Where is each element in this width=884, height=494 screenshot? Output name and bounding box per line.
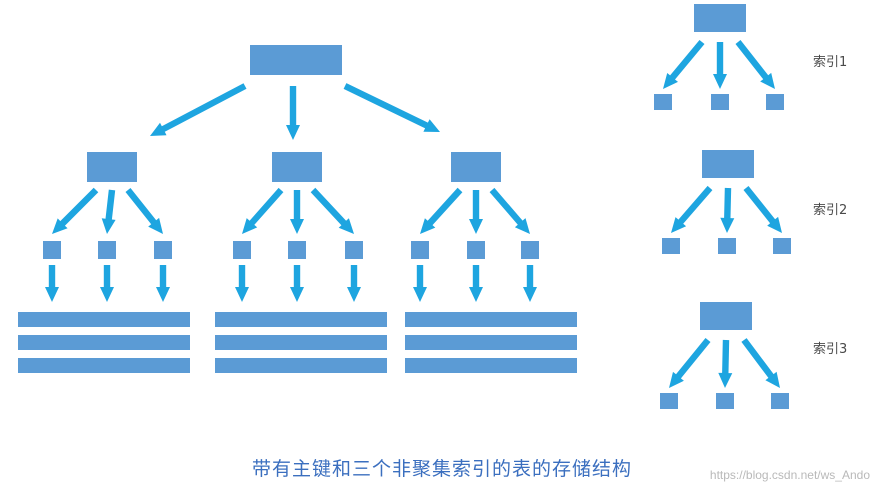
index-3-arrow-2	[718, 339, 733, 388]
index-3-root	[700, 302, 752, 330]
index-2-leaf-2	[718, 238, 736, 254]
index-3-leaf-2	[716, 393, 734, 409]
root-arrow-left	[150, 83, 247, 136]
watermark: https://blog.csdn.net/ws_Ando	[709, 468, 870, 482]
mid-arrow-1-2	[101, 189, 116, 234]
index-1-arrow-3	[735, 40, 775, 89]
leaf-arrow-3-1	[413, 265, 427, 302]
data-row-2-3	[215, 358, 387, 373]
mid-arrow-1-1	[52, 187, 99, 234]
leaf-node-1-2	[98, 241, 116, 259]
data-row-2-2	[215, 335, 387, 350]
index-label-1: 索引1	[813, 55, 848, 70]
index-3-arrow-1	[669, 338, 711, 388]
data-row-3-1	[405, 312, 577, 327]
index-1-leaf-2	[711, 94, 729, 110]
data-row-2-1	[215, 312, 387, 327]
mid-arrow-3-3	[489, 187, 530, 234]
leaf-node-2-3	[345, 241, 363, 259]
leaf-node-2-2	[288, 241, 306, 259]
leaf-arrow-1-3	[156, 265, 170, 302]
index-2-arrow-3	[743, 186, 782, 233]
leaf-node-3-3	[521, 241, 539, 259]
index-1-root	[694, 4, 746, 32]
diagram-caption: 带有主键和三个非聚集索引的表的存储结构	[251, 458, 632, 480]
data-row-1-1	[18, 312, 190, 327]
index-1-leaf-1	[654, 94, 672, 110]
index-3-leaf-1	[660, 393, 678, 409]
root-arrow-right	[343, 83, 440, 132]
index-1-arrow-2	[713, 42, 727, 89]
leaf-arrow-1-2	[100, 265, 114, 302]
root-arrow-middle	[286, 86, 300, 140]
index-3-arrow-3	[741, 338, 780, 388]
data-row-3-2	[405, 335, 577, 350]
data-row-1-2	[18, 335, 190, 350]
mid-node-3	[451, 152, 501, 182]
data-row-3-3	[405, 358, 577, 373]
leaf-node-1-1	[43, 241, 61, 259]
index-3-leaf-3	[771, 393, 789, 409]
index-2-arrow-2	[720, 187, 735, 233]
mid-arrow-2-1	[242, 187, 284, 234]
index-2-arrow-1	[671, 185, 713, 233]
leaf-arrow-2-1	[235, 265, 249, 302]
leaf-arrow-3-2	[469, 265, 483, 302]
mid-arrow-1-3	[125, 188, 163, 234]
leaf-node-1-3	[154, 241, 172, 259]
mid-arrow-3-2	[469, 190, 483, 234]
index-1-arrow-1	[663, 40, 705, 89]
leaf-arrow-2-3	[347, 265, 361, 302]
index-label-3: 索引3	[813, 342, 848, 357]
mid-node-2	[272, 152, 322, 182]
index-2-root	[702, 150, 754, 178]
leaf-arrow-2-2	[290, 265, 304, 302]
index-label-2: 索引2	[813, 203, 848, 218]
mid-arrow-3-1	[420, 187, 463, 234]
mid-arrow-2-2	[290, 190, 304, 234]
leaf-arrow-3-3	[523, 265, 537, 302]
data-row-1-3	[18, 358, 190, 373]
index-2-leaf-3	[773, 238, 791, 254]
leaf-node-2-1	[233, 241, 251, 259]
leaf-node-3-1	[411, 241, 429, 259]
mid-node-1	[87, 152, 137, 182]
index-1-leaf-3	[766, 94, 784, 110]
leaf-node-3-2	[467, 241, 485, 259]
index-2-leaf-1	[662, 238, 680, 254]
root-node	[250, 45, 342, 75]
leaf-arrow-1-1	[45, 265, 59, 302]
mid-arrow-2-3	[310, 187, 354, 234]
